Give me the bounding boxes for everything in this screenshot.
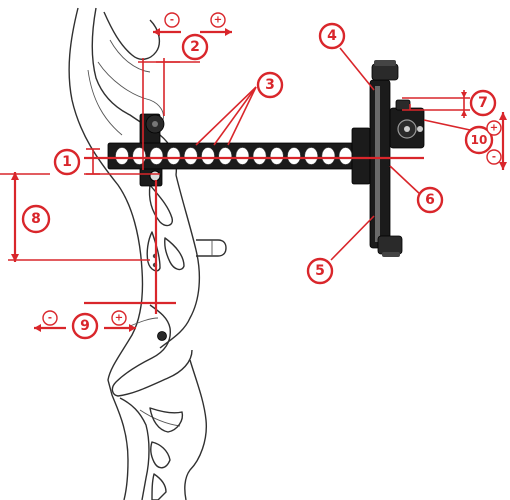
callout-1: 1: [53, 148, 81, 176]
bar-hole: [235, 147, 250, 165]
bar-hole: [184, 147, 198, 165]
riser-lower-inner: [119, 397, 150, 500]
callout-5-label: 5: [315, 263, 325, 279]
bar-hole: [287, 147, 301, 165]
extension-bar-holes: [115, 147, 353, 165]
callout-10: 10: [464, 125, 494, 155]
pin-adjust-knob: [395, 99, 411, 111]
leader-4: [339, 47, 375, 91]
riser-window-3: [164, 237, 185, 271]
bar-hole: [115, 147, 129, 165]
callout-2: 2: [181, 33, 209, 61]
svg-text:-: -: [48, 313, 52, 324]
bar-hole: [218, 147, 232, 165]
bar-hole: [252, 147, 267, 165]
riser-back-edge: [68, 7, 144, 500]
svg-text:-: -: [492, 152, 496, 163]
lower-window-3: [151, 473, 167, 500]
lower-window-1: [149, 407, 184, 433]
svg-text:+: +: [115, 313, 123, 324]
leader-3c: [227, 86, 257, 146]
sign-10-minus: -: [486, 149, 502, 165]
sight-carriage: [351, 127, 371, 185]
leader-6: [389, 165, 423, 197]
svg-text:+: +: [214, 15, 222, 26]
bow-sight: [107, 60, 425, 257]
stabilizer-stub: [196, 239, 227, 257]
callout-8: 8: [21, 204, 51, 234]
lower-window-2: [149, 441, 171, 469]
callout-5: 5: [306, 257, 334, 285]
callout-9-label: 9: [80, 318, 90, 334]
grip-screw: [157, 331, 167, 341]
bottom-knob: [377, 235, 403, 255]
riser-window-2: [146, 231, 161, 272]
leader-3a: [195, 86, 257, 146]
svg-text:+: +: [490, 123, 498, 134]
callout-labels: 1 2 3 4 5 6 7 8: [21, 22, 497, 340]
adjust-signs: - + - + + -: [42, 12, 502, 326]
riser-belly-lower: [159, 174, 201, 349]
callout-3-label: 3: [265, 77, 275, 93]
sign-9-minus: -: [42, 310, 58, 326]
top-knob: [371, 63, 399, 81]
sign-9-plus: +: [111, 310, 127, 326]
callout-9: 9: [71, 312, 99, 340]
annotations: [0, 28, 507, 332]
callout-4: 4: [318, 22, 346, 50]
leader-10: [423, 119, 471, 131]
callout-7-label: 7: [478, 95, 488, 111]
sign-10-plus: +: [486, 120, 502, 136]
pin-lock-screw: [417, 126, 423, 132]
riser-window-1: [148, 184, 174, 227]
bow-riser: [68, 7, 227, 500]
callout-7: 7: [469, 89, 497, 117]
bar-hole: [338, 147, 353, 165]
callout-10-label: 10: [471, 133, 488, 147]
callout-8-label: 8: [31, 211, 41, 227]
riser-upper-cutout: [103, 11, 161, 60]
bar-hole: [270, 147, 284, 165]
mount-screw-lower: [149, 170, 161, 182]
bar-hole: [166, 147, 181, 165]
bar-hole: [304, 147, 318, 165]
svg-text:-: -: [170, 15, 174, 26]
callout-3: 3: [256, 71, 284, 99]
leader-3b: [213, 86, 257, 146]
callout-6-label: 6: [425, 192, 435, 208]
leader-5: [330, 215, 375, 261]
sign-2-plus: +: [210, 12, 226, 28]
bar-hole: [149, 147, 164, 165]
bar-hole: [201, 147, 215, 165]
sign-2-minus: -: [164, 12, 180, 28]
riser-lower-outer: [184, 359, 207, 500]
grip: [111, 304, 193, 397]
callout-1-label: 1: [62, 154, 72, 170]
callout-2-label: 2: [190, 39, 200, 55]
callout-6: 6: [416, 186, 444, 214]
bar-hole: [321, 147, 336, 165]
callout-4-label: 4: [327, 28, 337, 44]
